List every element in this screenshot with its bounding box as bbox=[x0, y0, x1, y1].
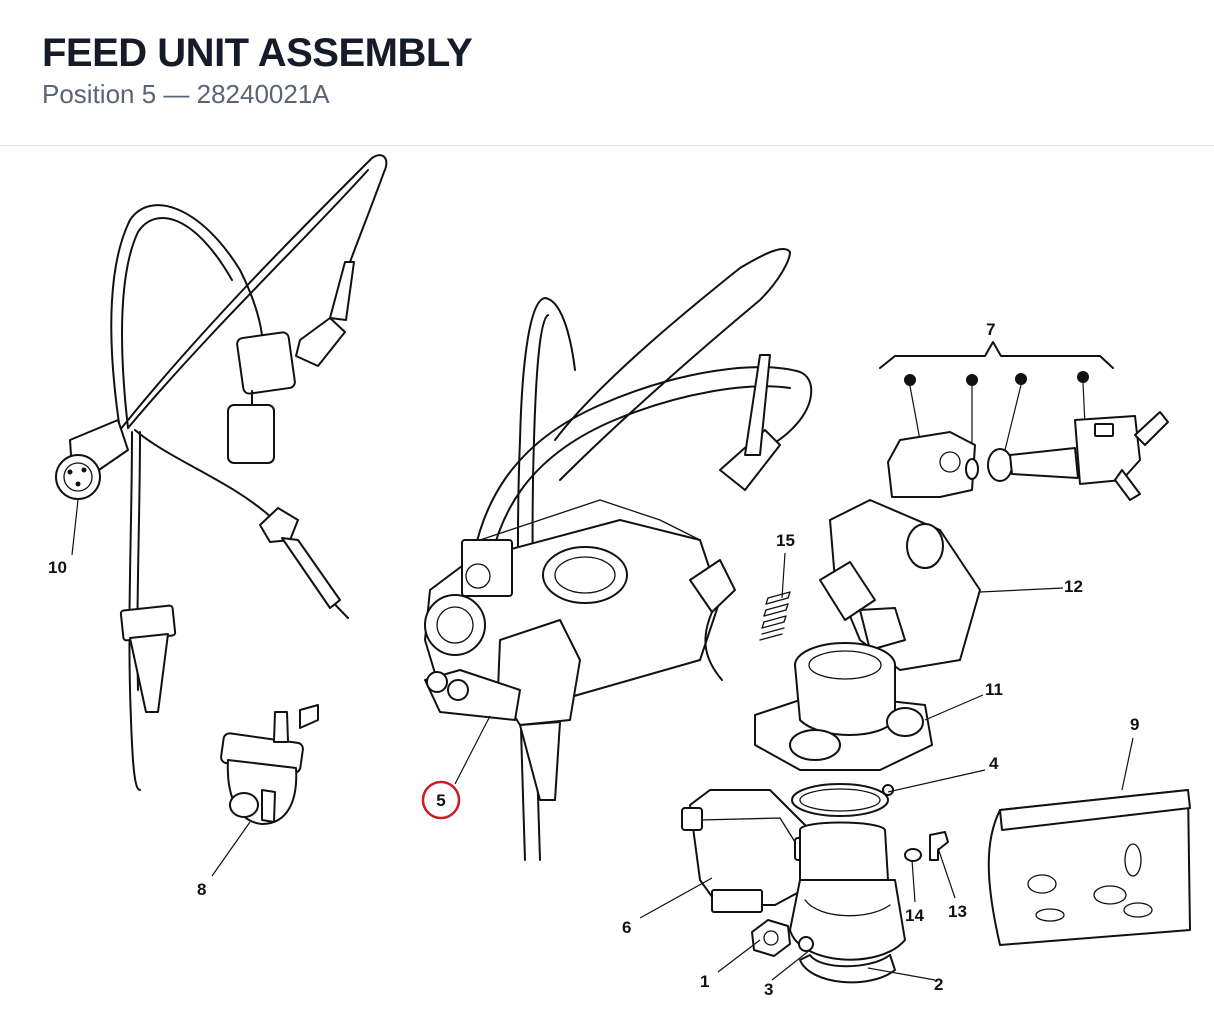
callout-14[interactable]: 14 bbox=[905, 906, 924, 925]
callout-5[interactable]: 5 bbox=[436, 791, 445, 810]
callout-3[interactable]: 3 bbox=[764, 980, 773, 999]
page-header: FEED UNIT ASSEMBLY Position 5 — 28240021… bbox=[0, 0, 1214, 146]
highlight-ring bbox=[421, 780, 461, 820]
callout-labels: 1 2 3 4 6 7 8 9 10 11 12 13 14 15 bbox=[48, 320, 1139, 999]
protective-cover-illustration bbox=[987, 789, 1191, 946]
pressure-regulator-illustration bbox=[220, 704, 319, 825]
callout-15[interactable]: 15 bbox=[776, 531, 795, 550]
callout-4[interactable]: 4 bbox=[989, 754, 999, 773]
intake-manifold-illustration bbox=[754, 499, 981, 984]
callout-12[interactable]: 12 bbox=[1064, 577, 1083, 596]
injector-kit-illustration bbox=[879, 341, 1169, 501]
throttle-sensor-illustration bbox=[681, 789, 816, 913]
feed-unit-assembly-illustration bbox=[424, 248, 813, 861]
callout-10[interactable]: 10 bbox=[48, 558, 67, 577]
callout-9[interactable]: 9 bbox=[1130, 715, 1139, 734]
callout-8[interactable]: 8 bbox=[197, 880, 206, 899]
callout-1[interactable]: 1 bbox=[700, 972, 709, 991]
spring-illustration bbox=[759, 591, 791, 641]
callout-7[interactable]: 7 bbox=[986, 320, 995, 339]
callout-2[interactable]: 2 bbox=[934, 975, 943, 994]
page-title: FEED UNIT ASSEMBLY bbox=[42, 31, 473, 75]
highlighted-position-callout[interactable]: 5 bbox=[421, 780, 461, 820]
hardware-illustration bbox=[751, 831, 949, 957]
callout-11[interactable]: 11 bbox=[985, 680, 1003, 699]
wiring-harness-illustration bbox=[55, 154, 388, 791]
callout-13[interactable]: 13 bbox=[948, 902, 967, 921]
page-subtitle: Position 5 — 28240021A bbox=[42, 79, 330, 109]
callout-leader-lines bbox=[71, 499, 1134, 981]
exploded-parts-diagram: 1 2 3 4 6 7 8 9 10 11 12 13 14 15 5 bbox=[48, 154, 1191, 999]
callout-6[interactable]: 6 bbox=[622, 918, 631, 937]
